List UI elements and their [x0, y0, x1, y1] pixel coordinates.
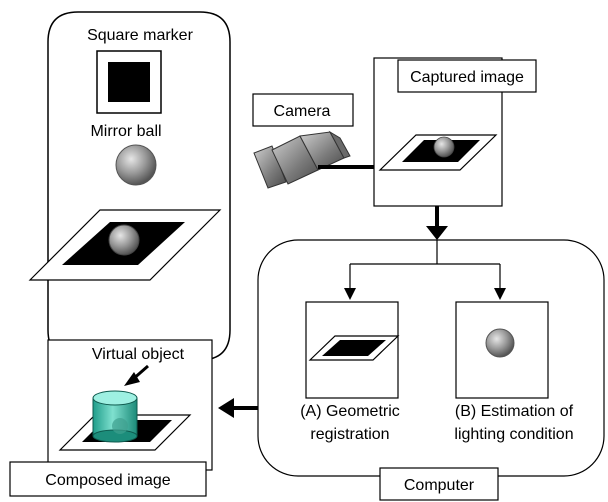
scene-plane	[28, 209, 222, 281]
geometric-registration-line1: (A) Geometric	[300, 403, 400, 420]
camera-icon	[253, 130, 351, 189]
lighting-estimation-line2: lighting condition	[454, 426, 573, 443]
virtual-object-label: Virtual object	[92, 346, 185, 363]
captured-image-content	[378, 134, 498, 171]
computer-title-box	[379, 467, 499, 501]
square-marker-label: Square marker	[87, 27, 193, 44]
computer-label: Computer	[404, 477, 475, 494]
composed-image-label: Composed image	[45, 472, 171, 489]
computer-to-composed-arrow	[218, 398, 258, 418]
virtual-object-arrow	[124, 364, 149, 386]
lighting-ball-icon	[485, 328, 515, 358]
captured-image-title-box	[397, 59, 537, 93]
camera-label: Camera	[274, 103, 331, 120]
geometric-registration-frame	[305, 301, 400, 399]
scene-mirror-ball-icon	[108, 224, 140, 256]
lighting-estimation-frame	[455, 301, 549, 399]
cylinder-icon	[92, 390, 138, 443]
composed-image-content	[58, 390, 192, 451]
square-marker-icon	[96, 50, 162, 114]
composed-image-title-box	[9, 461, 207, 497]
mirror-ball-label: Mirror ball	[90, 123, 161, 140]
lighting-estimation-line1: (B) Estimation of	[455, 403, 574, 420]
captured-image-label: Captured image	[410, 69, 524, 86]
camera-box	[252, 93, 354, 127]
mirror-ball-icon	[115, 144, 157, 186]
geometric-registration-line2: registration	[310, 426, 389, 443]
split-arrows	[344, 240, 506, 300]
